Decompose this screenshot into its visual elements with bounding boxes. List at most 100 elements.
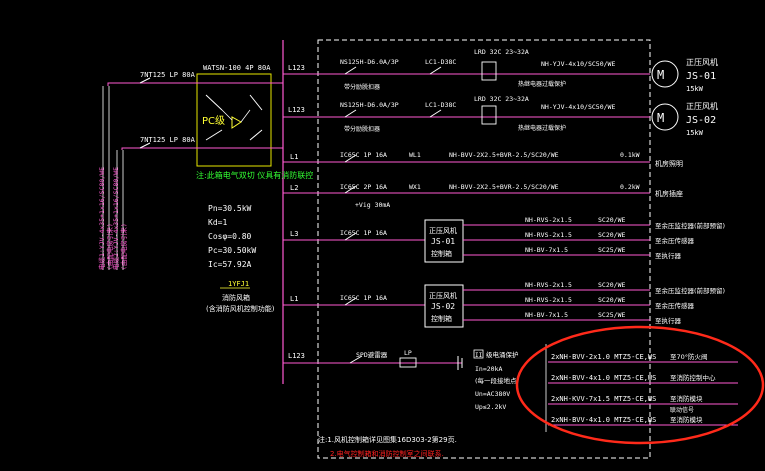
bus-label-3: L1	[290, 153, 298, 161]
pc-label: PC级	[202, 115, 225, 127]
spd-spec-2: (每一段接地点)	[475, 376, 519, 385]
cg2-box-line2: JS-02	[431, 302, 455, 311]
fire-line-4-target: 至消防模块	[670, 415, 703, 424]
motor-icon	[651, 60, 679, 88]
ats-switch: WATSN-100 4P 80A PC级	[185, 64, 283, 167]
branch-js01: NS125H-D6.0A/3P 带分励脱扣器 LC1-D38C LRD 32C …	[283, 48, 718, 93]
cg1-box-line3: 控制箱	[431, 249, 452, 258]
branch2-contactor: LC1-D38C	[425, 101, 456, 109]
branch4-power: 0.2kW	[620, 183, 640, 191]
branch1-load-name: 正压风机	[686, 57, 718, 67]
feeder-2-tag: (由配电房引来)	[119, 223, 128, 270]
ats-note: 注:此箱电气双切 仪具有消防联控	[196, 170, 313, 180]
param-cos: Cosφ=0.80	[208, 232, 252, 241]
cg2-box-line1: 正压风机	[429, 291, 457, 300]
spd-class-box: II	[475, 352, 483, 359]
branch-lighting: IC65C 1P 16A WL1 NH-BVV-2X2.5+BVR-2.5/SC…	[283, 151, 683, 168]
bus-label-7: L123	[288, 352, 305, 360]
fire-line-3-cable: 2xNH-KVV-7x1.5 MTZ5-CE,WS	[551, 395, 656, 403]
cg2-l3-cable: NH-BV-7x1.5	[525, 311, 568, 319]
cg1-l2-cable: NH-RVS-2x1.5	[525, 231, 572, 239]
lp-fuse-icon	[399, 357, 417, 368]
cg1-box-line1: 正压风机	[429, 226, 457, 235]
branch3-load: 机房照明	[655, 159, 683, 168]
cabinet-name: 消防风箱	[222, 293, 250, 302]
control-group-js02: IC65C 1P 16A 正压风机 JS-02 控制箱 NH-RVS-2x1.5…	[283, 281, 725, 328]
breaker-label-bottom: 7NT125 LP 80A	[140, 136, 196, 144]
fire-line-1-cable: 2xNH-BVV-2x1.0 MTZ5-CE,WS	[551, 353, 656, 361]
branch3-cable: NH-BVV-2X2.5+BVR-2.5/SC20/WE	[449, 151, 559, 159]
branch1-load-id: JS-01	[686, 71, 716, 82]
branch4-load: 机房插座	[655, 189, 683, 198]
branch1-contactor: LC1-D38C	[425, 58, 456, 66]
bus-label-6: L1	[290, 295, 298, 303]
branch1-sub: 带分励脱扣器	[344, 83, 380, 91]
motor-icon	[651, 103, 679, 131]
bus-label-2: L123	[288, 106, 305, 114]
feeder-1-label: 电缆1:YJV-4x35+1x16/SC80/WE	[97, 167, 106, 270]
incoming-supply: 7NT125 LP 80A 7NT125 LP 80A 电缆1:YJV-4x35…	[97, 71, 196, 270]
cg1-box-line2: JS-01	[431, 237, 455, 246]
branch2-load-power: 15kW	[686, 129, 704, 137]
cabinet-code: 1YFJ1	[228, 280, 249, 288]
cg1-breaker: IC65C 1P 16A	[340, 229, 387, 237]
cg1-l3-target: 至执行器	[655, 251, 682, 260]
control-box-2	[424, 284, 464, 328]
cg2-l2-target: 至余压传感器	[655, 301, 695, 310]
branch3-power: 0.1kW	[620, 151, 640, 159]
cg2-l3-target: 至执行器	[655, 316, 682, 325]
branch1-load-power: 15kW	[686, 85, 704, 93]
branch3-circuit: WL1	[409, 151, 421, 159]
cg1-l2-target: 至余压传感器	[655, 236, 695, 245]
branch2-cable: NH-YJV-4x10/SC50/WE	[541, 103, 615, 111]
fire-line-2-target: 至消防控制中心	[670, 373, 716, 382]
branch2-sub: 带分励脱扣器	[344, 125, 380, 133]
cg2-l1-conduit: SC20/WE	[598, 281, 625, 289]
cg2-l2-conduit: SC20/WE	[598, 296, 625, 304]
ats-label: WATSN-100 4P 80A	[203, 64, 271, 72]
spd-lp: LP	[404, 349, 412, 357]
spd-class-text: 级电涌保护	[486, 350, 519, 359]
cg2-box-line3: 控制箱	[431, 314, 452, 323]
enclosure-frame	[317, 39, 651, 459]
branch3-breaker: IC65C 1P 16A	[340, 151, 387, 159]
motor-m-1: M	[657, 68, 664, 82]
fire-line-3-target: 至消防模块	[670, 394, 703, 403]
footnote-2: 2.电气控制箱和消防控制室之间联系.	[330, 449, 444, 458]
spd-spec-3: Un=AC380V	[475, 390, 510, 398]
branch1-breaker: NS125H-D6.0A/3P	[340, 58, 399, 66]
ats-triangle-icon	[231, 116, 242, 129]
branch1-relay: LRD 32C 23~32A	[474, 48, 529, 56]
spd-label: SPD避雷器	[356, 350, 388, 359]
fire-line-1-target: 至70°防火阀	[670, 352, 708, 361]
bus-label-1: L123	[288, 64, 305, 72]
motor-m-2: M	[657, 111, 664, 125]
breaker-switch-top	[139, 77, 151, 84]
bus-labels: L123 L123 L1 L2 L3 L1 L123	[288, 64, 305, 360]
cabinet-note: (含消防风机控制功能)	[206, 304, 275, 313]
feeder-1-tag: (由配电房引来)	[105, 223, 114, 270]
fire-line-4-cable: 2xNH-BVV-4x1.0 MTZ5-CE,WS	[551, 416, 656, 424]
cg1-l1-conduit: SC20/WE	[598, 216, 625, 224]
cg2-l2-cable: NH-RVS-2x1.5	[525, 296, 572, 304]
cg1-l3-conduit: SC25/WE	[598, 246, 625, 254]
branch1-cable: NH-YJV-4x10/SC50/WE	[541, 60, 615, 68]
param-kd: Kd=1	[208, 218, 227, 227]
thermal-relay-icon	[481, 105, 497, 125]
parameters: Pn=30.5kW Kd=1 Cosφ=0.80 Pc=30.50kW Ic=5…	[208, 204, 256, 269]
spd-spec-4: Up≤2.2kV	[475, 403, 506, 411]
spd-section: SPD避雷器 LP II 级电涌保护 In=20kA (每一段接地点) Un=A…	[283, 349, 519, 411]
thermal-relay-icon	[481, 61, 497, 81]
footnote-1: 注:1.风机控制箱详见图集16D303-2第29页.	[318, 435, 457, 444]
branch2-load-name: 正压风机	[686, 101, 718, 111]
control-group-js01: IC65C 1P 16A 正压风机 JS-01 控制箱 NH-RVS-2x1.5…	[283, 216, 725, 263]
branch4-rcd: +Vig 30mA	[355, 201, 390, 209]
cg1-l1-cable: NH-RVS-2x1.5	[525, 216, 572, 224]
breaker-switch-bottom	[139, 142, 151, 149]
branch2-relay-sub: 热继电器过载保护	[518, 124, 566, 132]
param-pn: Pn=30.5kW	[208, 204, 252, 213]
control-box-1	[424, 219, 464, 263]
fire-line-2-cable: 2xNH-BVV-4x1.0 MTZ5-CE,WS	[551, 374, 656, 382]
cabinet-id: 1YFJ1 消防风箱 (含消防风机控制功能)	[206, 280, 275, 313]
